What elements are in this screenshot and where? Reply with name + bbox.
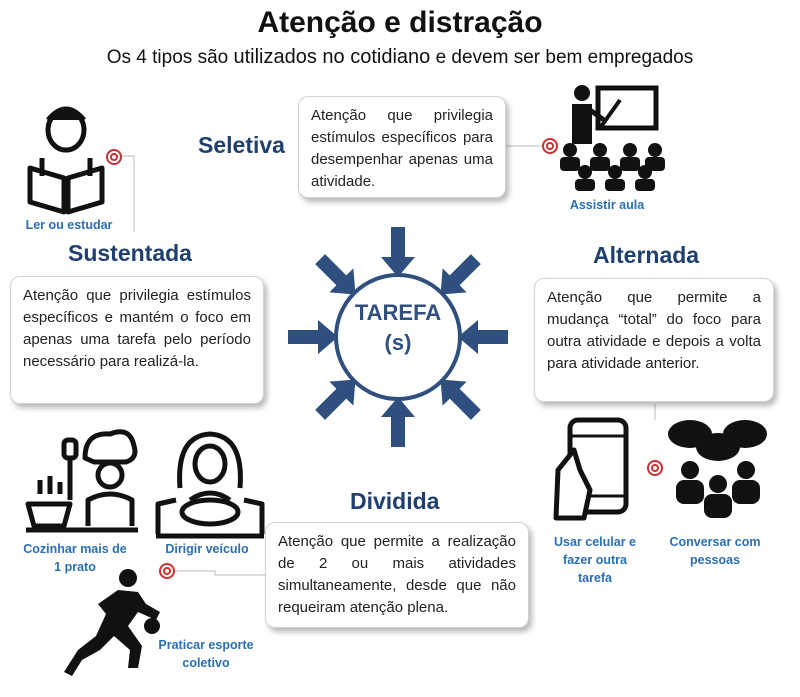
- center-label-line-1: TAREFA: [354, 300, 442, 325]
- chef-icon: [25, 429, 138, 533]
- heading-sustentada: Sustentada: [68, 240, 192, 266]
- phone-icon: [553, 417, 629, 521]
- caption-cozinhar: Cozinhar mais de 1 prato: [23, 542, 127, 574]
- arrow-top: [381, 227, 415, 277]
- page-subtitle: Os 4 tipos são utilizados no cotidiano e…: [0, 46, 800, 69]
- center-label: TAREFA (s): [336, 298, 460, 358]
- box-seletiva: Atenção que privilegia estímulos específ…: [298, 96, 506, 198]
- conversation-icon: [664, 420, 770, 524]
- driver-icon: [155, 431, 265, 539]
- box-sustentada: Atenção que privilegia estímulos específ…: [10, 276, 264, 404]
- arrow-right: [458, 320, 508, 354]
- subtitle-part-1: Os 4 tipos são: [106, 47, 229, 68]
- subtitle-part-2: utilizados no cotidiano: [233, 46, 431, 68]
- classroom-icon: [560, 85, 665, 191]
- box-alternada: Atenção que permite a mudança “total” do…: [534, 278, 774, 402]
- caption-dirigir: Dirigir veículo: [165, 542, 249, 556]
- target-markers: [106, 138, 663, 579]
- target-icon: [542, 138, 558, 154]
- arrow-bottom: [381, 397, 415, 447]
- reader-icon: [27, 106, 105, 215]
- target-icon: [106, 149, 122, 165]
- page-title: Atenção e distração: [257, 6, 543, 39]
- caption-esporte: Praticar esporte coletivo: [158, 638, 254, 670]
- caption-ler-ou-estudar: Ler ou estudar: [25, 218, 113, 232]
- box-dividida: Atenção que permite a realização de 2 ou…: [265, 522, 529, 628]
- caption-assistir-aula: Assistir aula: [569, 198, 645, 212]
- arrow-left: [288, 320, 338, 354]
- center-label-line-2: (s): [384, 330, 412, 355]
- subtitle-part-3: e devem ser bem empregados: [435, 47, 694, 68]
- caption-conversar: Conversar com pessoas: [669, 535, 761, 567]
- heading-alternada: Alternada: [593, 242, 700, 268]
- basketball-player-icon: [64, 569, 160, 676]
- heading-seletiva: Seletiva: [198, 132, 285, 158]
- caption-usar-celular: Usar celular e fazer outra tarefa: [554, 535, 636, 585]
- heading-dividida: Dividida: [350, 488, 440, 514]
- target-icon: [647, 460, 663, 476]
- target-icon: [159, 563, 175, 579]
